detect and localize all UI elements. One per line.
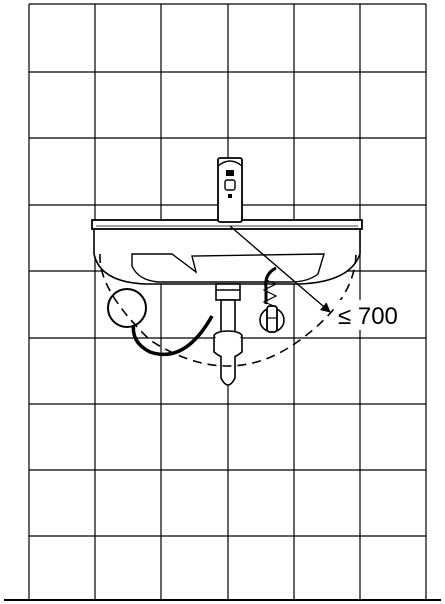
- trap-bowl: [213, 338, 243, 359]
- faucet-sensor-icon: [226, 170, 234, 176]
- faucet-sensor-window: [224, 179, 236, 191]
- valve-body: [266, 305, 278, 333]
- drain-trap: [213, 283, 243, 386]
- basin-bowl: [131, 253, 325, 283]
- dimension-label: ≤ 700: [338, 303, 398, 330]
- faucet-top: [217, 160, 243, 167]
- dimension-arrow: [229, 225, 331, 313]
- faucet-led-icon: [228, 194, 232, 198]
- control-box-icon: [107, 288, 147, 328]
- control-unit: [107, 288, 214, 357]
- washbasin: [91, 219, 363, 285]
- faucet: [217, 157, 243, 223]
- control-cable: [131, 315, 214, 357]
- hose-braid: [262, 279, 278, 307]
- trap-outlet: [220, 356, 236, 386]
- angle-valve: [259, 266, 285, 333]
- drain-nut: [215, 283, 241, 301]
- supply-hose: [264, 266, 277, 304]
- drain-tail-pipe: [220, 299, 236, 333]
- dimension-label-bg: [334, 300, 412, 330]
